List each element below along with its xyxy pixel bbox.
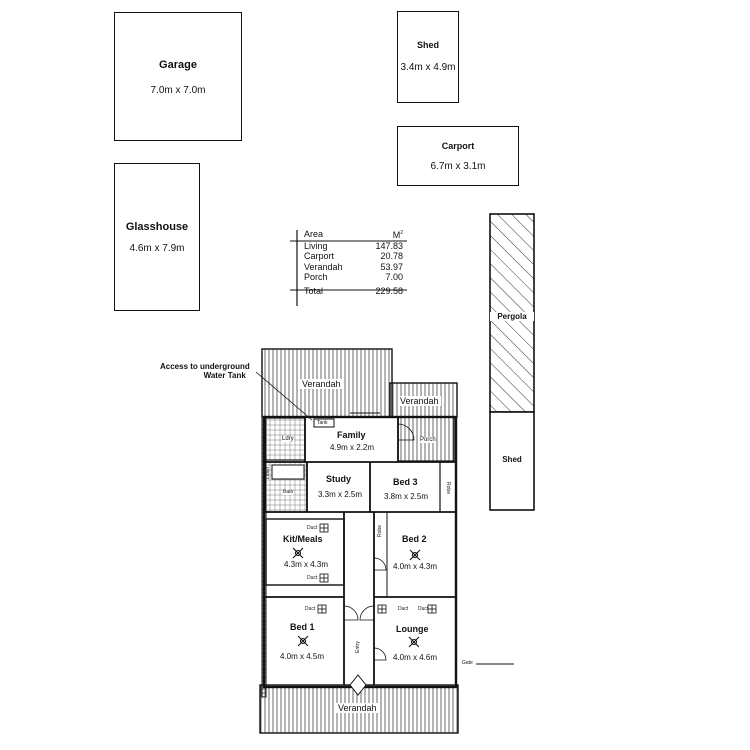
duct-kit-top-label: Duct [307,525,318,531]
family-size: 4.9m x 2.2m [330,443,375,452]
verandah-top-label: Verandah [300,379,343,389]
duct-lounge-2-label: Duct [418,606,429,612]
shed-side-label: Shed [502,455,522,464]
area-row: Carport 20.78 [290,251,405,262]
area-row-label: Carport [304,251,335,261]
shed-top-label: Shed [416,40,439,50]
bed2-size: 4.0m x 4.3m [393,562,438,571]
family-label: Family [337,430,366,440]
area-row-value: 7.00 [385,272,403,282]
lounge-size: 4.0m x 4.6m [393,653,438,662]
duct-symbols [317,523,437,614]
garage: Garage 7.0m x 7.0m [114,12,242,141]
gate-label: Gate [462,660,473,666]
shed-top: Shed 3.4m x 4.9m [397,11,459,103]
bath-label: Bath [283,489,294,495]
verandah-bottom-label: Verandah [336,703,379,713]
linen-label: Linen [265,466,272,480]
access-note-line1: Access to underground [160,362,250,371]
area-header-sup: 2 [400,230,403,236]
bathtub [271,464,305,480]
kitchen-box [265,518,345,586]
bed1-label: Bed 1 [290,622,315,632]
shed-side-outline [489,411,535,511]
access-note: Access to underground Water Tank [160,362,250,380]
study-label: Study [326,474,352,484]
area-row: Living 147.83 [290,241,405,252]
light-symbols [292,547,421,648]
tank-label: Tank [317,420,328,426]
pergola-label: Pergola [490,312,534,321]
area-row-value: 53.97 [380,261,403,272]
entry-label: Entry [354,641,361,653]
glasshouse-size: 4.6m x 7.9m [129,243,185,254]
area-table-header: Area M2 [290,228,405,241]
area-row-value: 20.78 [380,251,403,261]
robe-bed2-label: Robe [376,525,383,537]
kitchen-label: Kit/Meals [283,534,323,544]
window-marks [263,412,457,688]
duct-kit-bottom-label: Duct [307,575,318,581]
glasshouse-label: Glasshouse [125,221,189,233]
area-total-value: 229.58 [375,285,403,296]
study-size: 3.3m x 2.5m [318,490,363,499]
carport: Carport 6.7m x 3.1m [397,126,519,186]
access-note-line2: Water Tank [203,371,246,380]
bed1-size: 4.0m x 4.5m [280,652,325,661]
area-header-label: Area [304,229,324,239]
bed3-label: Bed 3 [393,477,418,487]
area-row: Porch 7.00 [290,272,405,283]
area-total-row: Total 229.58 [290,283,405,297]
bed3-size: 3.8m x 2.5m [384,492,429,501]
area-table: Area M2 Living 147.83 Carport 20.78 Verand… [290,228,405,296]
area-row-label: Living [304,240,328,251]
area-row-value: 147.83 [375,240,403,251]
area-row-label: Verandah [304,261,343,272]
robe-bed3-label: Robe [444,482,451,494]
area-row: Verandah 53.97 [290,262,405,273]
area-row-label: Porch [304,272,328,282]
area-header-unit: M [392,230,401,240]
kitchen-size: 4.3m x 4.3m [284,560,329,569]
glasshouse: Glasshouse 4.6m x 7.9m [114,163,200,311]
laundry-label: Ldry [282,436,294,442]
carport-size: 6.7m x 3.1m [430,161,486,172]
lounge-label: Lounge [396,624,429,634]
garage-size: 7.0m x 7.0m [150,85,206,96]
shed-top-size: 3.4m x 4.9m [400,62,456,73]
carport-label: Carport [441,141,475,151]
verandah-right-label: Verandah [398,396,441,406]
tank-box [313,418,335,428]
area-total-label: Total [304,285,324,296]
bed2-label: Bed 2 [402,534,427,544]
duct-lounge-1-label: Duct [398,606,409,612]
porch-label: Porch [420,437,436,443]
duct-bed1-label: Duct [305,606,316,612]
garage-label: Garage [159,59,197,71]
access-note-leader [255,371,313,421]
